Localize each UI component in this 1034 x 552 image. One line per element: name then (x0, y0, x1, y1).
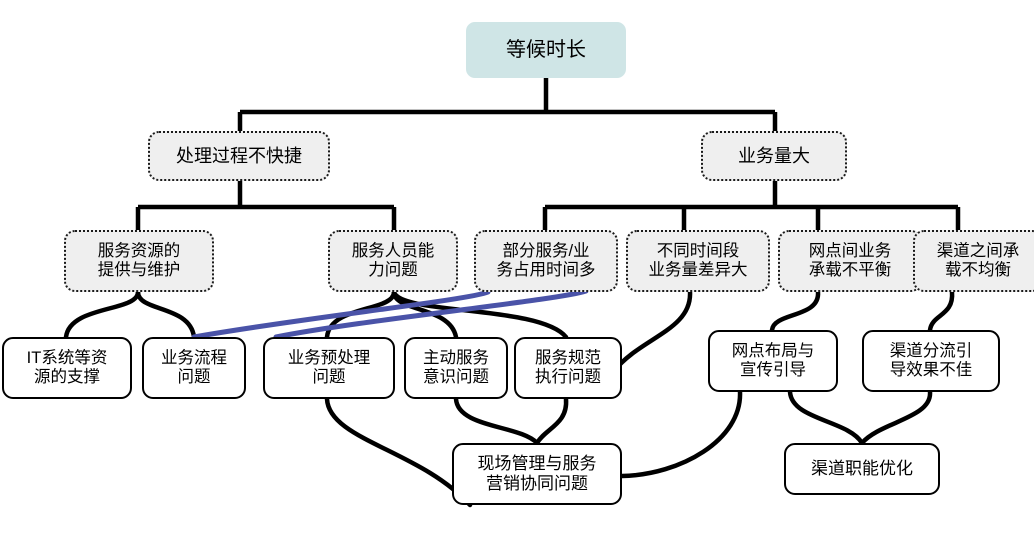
edge-l2a-to-l3a-l3b (135, 181, 397, 230)
edge-l3d-to-l4e (611, 289, 693, 374)
node-pre-processing-issue[interactable]: 业务预处理 问题 (263, 337, 395, 399)
node-staff-capability-issue[interactable]: 服务人员能 力问题 (328, 230, 458, 292)
edge-l4c-to-l5a (324, 396, 473, 508)
node-it-system-support[interactable]: IT系统等资 源的支撑 (2, 337, 132, 399)
edge-l3c-to-l4b-crosslink (191, 289, 491, 340)
edge-l3b-to-l4e (391, 289, 569, 340)
edge-l4e-to-l5a (534, 396, 569, 446)
edge-l4f-to-l5a (619, 389, 743, 479)
node-onsite-management-coordination[interactable]: 现场管理与服务 营销协同问题 (452, 443, 622, 505)
edge-l4d-to-l5a (453, 396, 540, 446)
node-branch-load-imbalance[interactable]: 网点间业务 承载不平衡 (778, 230, 922, 292)
node-service-resource-provision[interactable]: 服务资源的 提供与维护 (64, 230, 214, 292)
edge-l3a-to-l4a (63, 289, 141, 340)
node-branch-layout-promotion[interactable]: 网点布局与 宣传引导 (708, 330, 838, 392)
edge-l3e-to-l4f (769, 289, 821, 333)
edge-l4f-to-l5b (787, 389, 865, 446)
node-channel-function-optimization[interactable]: 渠道职能优化 (784, 443, 940, 495)
edge-root-to-l2a-l2b (237, 78, 778, 131)
node-service-time-consuming[interactable]: 部分服务/业 务占用时间多 (474, 230, 618, 292)
node-channel-load-imbalance[interactable]: 渠道之间承 载不均衡 (913, 230, 1034, 292)
edge-l3b-to-l4d (391, 289, 459, 340)
node-business-process-issue[interactable]: 业务流程 问题 (142, 337, 246, 399)
node-processing-not-fast[interactable]: 处理过程不快捷 (148, 131, 330, 181)
edge-l4g-to-l5b (859, 389, 933, 446)
node-high-business-volume[interactable]: 业务量大 (701, 131, 847, 181)
edge-l3f-to-l4g (927, 289, 955, 333)
cross-link-edges (191, 288, 589, 340)
node-time-period-variance[interactable]: 不同时间段 业务量差异大 (626, 230, 770, 292)
edge-l2b-to-l3cdef (542, 181, 961, 230)
edge-l3a-to-l4b (135, 289, 197, 340)
node-service-standard-execution[interactable]: 服务规范 执行问题 (514, 337, 622, 399)
node-channel-diversion-effect[interactable]: 渠道分流引 导效果不佳 (862, 330, 1000, 392)
edge-l3c-to-l4b-crosslink-2 (273, 288, 589, 340)
node-root[interactable]: 等候时长 (466, 22, 626, 78)
edge-l3b-to-l4c (324, 289, 397, 340)
node-proactive-service-awareness[interactable]: 主动服务 意识问题 (404, 337, 508, 399)
